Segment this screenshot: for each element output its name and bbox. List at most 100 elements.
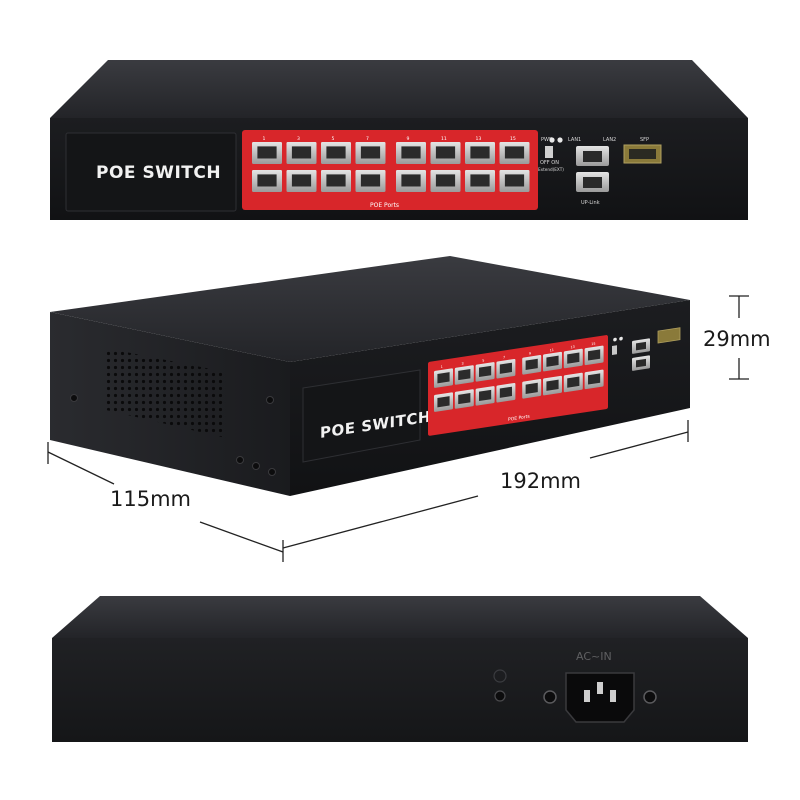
front-view-top-surface <box>50 60 748 118</box>
iso-view-screw-4 <box>252 462 260 470</box>
iso-view-uplink-port-1-socket <box>636 341 646 351</box>
front-view-sfp-label: SFP <box>640 137 649 143</box>
front-view-pwr-label: PWR <box>541 137 553 143</box>
iso-view-port-socket-4 <box>499 362 512 374</box>
front-view-brand-label: POE SWITCH <box>96 163 221 183</box>
back-view-ac-socket <box>565 672 635 723</box>
iso-view-screw-2 <box>266 396 274 404</box>
iso-view-ext-led <box>619 336 623 341</box>
back-view-power-screw-left <box>543 690 557 704</box>
iso-view-port-socket-11 <box>479 389 492 402</box>
iso-view-port-socket-2 <box>458 368 471 381</box>
front-view-port-socket-16 <box>504 174 525 187</box>
iso-view-extend-switch <box>612 345 617 355</box>
iso-view-port-label: 15 <box>591 342 595 347</box>
back-view-ac-in-label: AC~IN <box>576 650 612 663</box>
iso-view-port-socket-1 <box>437 372 450 384</box>
front-view-port-socket-14 <box>435 174 456 187</box>
front-view-port-socket-13 <box>401 174 421 187</box>
front-view-port-socket-9 <box>257 174 277 187</box>
iso-view-port-label: 7 <box>503 355 505 359</box>
iso-view-screw-5 <box>268 468 276 476</box>
front-view-pwr-led <box>549 137 555 143</box>
front-view-extend-label: Extend(EXT) <box>538 167 564 172</box>
front-view-port-socket-10 <box>291 174 312 187</box>
back-view-switch: AC~IN <box>52 596 748 742</box>
dimension-depth-label: 115mm <box>110 487 191 511</box>
front-view-port-socket-1 <box>257 146 277 159</box>
front-view-port-socket-3 <box>326 146 346 159</box>
iso-view-screw-3 <box>236 456 244 464</box>
iso-view-port-socket-10 <box>458 392 471 405</box>
dimension-width-label: 192mm <box>500 469 581 493</box>
back-view-ac-pin-center <box>597 682 603 694</box>
front-view-port-socket-8 <box>504 146 525 159</box>
iso-view-uplink-port-2-socket <box>636 358 646 368</box>
dimension-width <box>282 420 689 562</box>
front-view-ext-led <box>557 137 563 143</box>
iso-view-uplink-block <box>612 327 681 371</box>
iso-view-port-socket-8 <box>588 349 601 361</box>
iso-view-port-label: 11 <box>550 348 554 353</box>
iso-view-port-label: 5 <box>482 358 484 362</box>
iso-view-logo-plate <box>302 369 421 463</box>
iso-view-top-surface <box>50 256 690 362</box>
front-view-port-label: 1 <box>263 136 266 142</box>
dimension-height-label: 29mm <box>703 327 771 351</box>
iso-view-port-label: 1 <box>441 365 443 369</box>
front-view-port-label: 11 <box>441 136 447 142</box>
front-view-port-socket-11 <box>326 174 346 187</box>
back-view-ac-pin-left <box>584 690 590 702</box>
front-view-port-socket-7 <box>470 146 490 159</box>
back-view-back-panel <box>52 638 748 742</box>
front-view-port-socket-12 <box>360 174 381 187</box>
front-view-port-socket-2 <box>291 146 312 159</box>
iso-view-port-socket-14 <box>546 379 559 391</box>
iso-view-port-label: 9 <box>529 351 531 355</box>
iso-view-port-socket-13 <box>525 382 538 394</box>
iso-view-port-socket-5 <box>525 358 538 370</box>
front-view-extend-switch <box>545 146 553 158</box>
front-view-port-socket-4 <box>360 146 381 159</box>
iso-view-screw-1 <box>70 394 78 402</box>
front-view-logo-plate <box>65 132 237 212</box>
front-view-uplink-port-1-socket <box>583 151 602 162</box>
front-view-port-label: 15 <box>510 136 516 142</box>
iso-view-port-label: 13 <box>570 345 574 350</box>
iso-view-sfp-slot <box>657 327 681 344</box>
iso-view-port-socket-7 <box>567 352 580 364</box>
front-view-port-label: 9 <box>407 136 410 142</box>
front-view-port-socket-15 <box>470 174 490 187</box>
front-view-port-label: 13 <box>476 136 482 142</box>
iso-view-port-socket-15 <box>567 376 580 388</box>
front-view-port-label: 5 <box>332 136 335 142</box>
front-view-lan2-label: LAN2 <box>603 137 616 143</box>
front-view-uplink-label: UP-Link <box>581 200 600 206</box>
iso-view-poe-ports-label: POE Ports <box>508 414 530 423</box>
iso-view-port-socket-3 <box>479 365 492 378</box>
iso-view-vent-grille <box>106 348 226 438</box>
front-view-port-socket-5 <box>401 146 421 159</box>
back-view-ac-pin-right <box>610 690 616 702</box>
back-view-ground-icon <box>493 669 507 683</box>
iso-view-pwr-led <box>613 337 617 342</box>
iso-view-poe-frame <box>428 335 608 436</box>
front-view-port-socket-6 <box>435 146 456 159</box>
iso-view-port-socket-9 <box>437 396 450 408</box>
front-view-port-label: 7 <box>366 136 369 142</box>
back-view-top-surface <box>52 596 748 638</box>
iso-view-port-label: 3 <box>461 362 463 366</box>
front-view-poe-ports-label: POE Ports <box>370 202 399 209</box>
front-view-uplink-port-2-socket <box>583 177 602 188</box>
dimension-depth <box>47 442 284 553</box>
dimension-height <box>729 295 749 380</box>
iso-view-port-socket-6 <box>546 355 559 367</box>
back-view-power-screw-right <box>643 690 657 704</box>
front-view-sfp-slot-inner <box>629 149 656 159</box>
front-view-lan1-label: LAN1 <box>568 137 581 143</box>
